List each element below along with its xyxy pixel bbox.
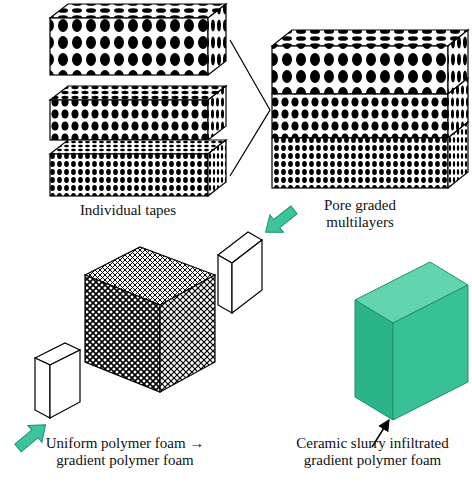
press-block-part bbox=[218, 255, 232, 313]
press-block bbox=[218, 232, 262, 313]
tape-group: Individual tapes bbox=[45, 0, 230, 225]
graded-multilayer-part bbox=[448, 122, 468, 188]
caption-label: Individual tapes bbox=[48, 202, 208, 219]
large-pore-tape-part bbox=[50, 4, 226, 18]
polymer-foam-cube-part bbox=[85, 275, 160, 392]
infiltrated-foam-block-part bbox=[393, 285, 468, 420]
graded-multilayer-part bbox=[272, 138, 448, 188]
medium-pore-tape-part bbox=[50, 100, 208, 140]
caption-label: Pore graded multilayers bbox=[305, 197, 415, 231]
press-block-part bbox=[232, 240, 262, 313]
multilayer-group: Pore graded multilayers bbox=[270, 25, 470, 230]
small-pore-tape bbox=[50, 140, 226, 196]
small-pore-tape-part bbox=[50, 154, 208, 196]
graded-multilayer-part bbox=[272, 94, 448, 138]
foam-pressing-group: Uniform polymer foam → gradient polymer … bbox=[20, 225, 285, 475]
medium-pore-tape bbox=[50, 86, 226, 140]
small-pore-tape-part bbox=[50, 140, 226, 154]
infiltrated-foam-block-part bbox=[355, 300, 393, 420]
large-pore-tape-part bbox=[208, 4, 226, 75]
small-pore-tape-part bbox=[208, 140, 226, 196]
medium-pore-tape-part bbox=[50, 86, 226, 100]
press-arrow-part bbox=[259, 201, 301, 241]
press-arrow bbox=[259, 201, 301, 241]
graded-multilayer-part bbox=[272, 30, 468, 46]
medium-pore-tape-part bbox=[208, 86, 226, 140]
caption-label: Uniform polymer foam → gradient polymer … bbox=[30, 435, 220, 469]
polymer-foam-cube bbox=[85, 247, 215, 392]
large-pore-tape-part bbox=[50, 18, 208, 75]
graded-multilayer bbox=[272, 30, 468, 188]
press-block-part bbox=[35, 358, 50, 418]
press-block-part bbox=[50, 350, 80, 418]
converging-connector bbox=[230, 40, 270, 176]
infiltrated-foam-group: Ceramic slurry infiltrated gradient poly… bbox=[285, 255, 472, 475]
caption-label: Ceramic slurry infiltrated gradient poly… bbox=[285, 435, 460, 469]
large-pore-tape bbox=[50, 4, 226, 75]
graded-multilayer-part bbox=[272, 46, 448, 94]
polymer-foam-cube-part bbox=[160, 275, 215, 392]
press-block bbox=[35, 343, 80, 418]
infiltrated-foam-block bbox=[355, 262, 468, 420]
